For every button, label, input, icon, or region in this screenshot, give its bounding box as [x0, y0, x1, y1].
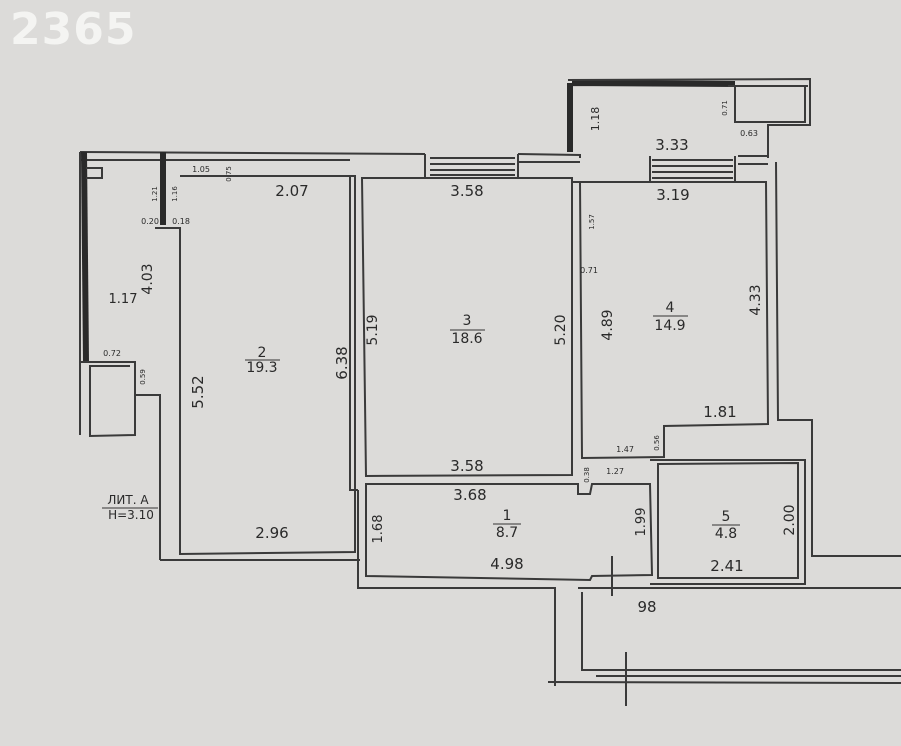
- dim-label: 1.16: [171, 186, 179, 202]
- dim-label: 6.38: [333, 346, 351, 379]
- room-4-area: 14.9: [654, 318, 685, 334]
- dim-label: 0.20: [141, 217, 159, 226]
- lit-label: ЛИТ. А Н=3.10: [102, 493, 158, 522]
- room-1-number: 1: [503, 508, 512, 524]
- room-4-number: 4: [666, 300, 675, 316]
- dim-label: 1.47: [616, 445, 634, 454]
- dim-label: 5.19: [365, 314, 381, 345]
- dim-label: 5.20: [553, 314, 569, 345]
- dim-label: 1.99: [634, 508, 649, 537]
- dim-label: 1.81: [703, 403, 736, 421]
- dim-label: 4.03: [140, 263, 156, 294]
- dim-label: 3.58: [450, 182, 483, 200]
- dim-label: 3.58: [450, 457, 483, 475]
- lit-line-1: ЛИТ. А: [107, 493, 149, 507]
- room-4-label: 4 14.9: [653, 300, 688, 334]
- walls: [79, 77, 901, 706]
- room-3-label: 3 18.6: [450, 313, 485, 347]
- room-3-number: 3: [463, 313, 472, 329]
- dim-label: 0.71: [580, 266, 598, 275]
- dim-label: 1.17: [109, 292, 138, 307]
- dim-label: 4.98: [490, 555, 523, 573]
- room-1-area: 8.7: [496, 525, 518, 541]
- dim-label: 3.68: [453, 486, 486, 504]
- dim-label: 0.71: [721, 100, 729, 116]
- room-1-label: 1 8.7: [493, 508, 521, 541]
- dim-label: 5.52: [189, 375, 207, 408]
- room-2-area: 19.3: [246, 360, 277, 376]
- dim-label: 0.63: [740, 129, 758, 138]
- dim-label: 1.57: [588, 214, 596, 230]
- room-5-area: 4.8: [715, 526, 737, 542]
- dim-label: 1.18: [589, 107, 602, 132]
- listing-number-badge: 2365: [10, 4, 137, 55]
- dim-label: 2.07: [275, 182, 308, 200]
- room-2-number: 2: [258, 345, 267, 361]
- dim-label: 0.75: [225, 166, 233, 182]
- dim-label: 3.33: [655, 136, 688, 154]
- dim-label: 4.33: [748, 284, 764, 315]
- dim-label: 0.18: [172, 217, 190, 226]
- dim-label: 2.00: [782, 504, 798, 535]
- lit-line-2: Н=3.10: [108, 508, 154, 522]
- dim-label: 1.21: [151, 186, 159, 202]
- dim-label: 2.41: [710, 557, 743, 575]
- dim-label: 3.19: [656, 186, 689, 204]
- room-5-label: 5 4.8: [712, 509, 740, 542]
- dim-label: 0.72: [103, 349, 121, 358]
- room-3-area: 18.6: [451, 331, 482, 347]
- dim-label: 0.38: [583, 467, 591, 483]
- dim-label: 1.05: [192, 165, 210, 174]
- dimension-labels: 2.07 3.58 3.19 3.33 1.18 0.71 0.63 1.05 …: [103, 100, 798, 616]
- dim-label: 1.27: [606, 467, 624, 476]
- room-5-number: 5: [722, 509, 731, 525]
- dim-label: 98: [637, 598, 656, 616]
- dim-label: 1.68: [371, 515, 386, 544]
- dim-label: 2.96: [255, 524, 288, 542]
- dim-label: 4.89: [600, 309, 616, 340]
- dim-label: 0.59: [139, 369, 147, 385]
- room-2-label: 2 19.3: [245, 345, 280, 376]
- dim-label: 0.56: [653, 435, 661, 451]
